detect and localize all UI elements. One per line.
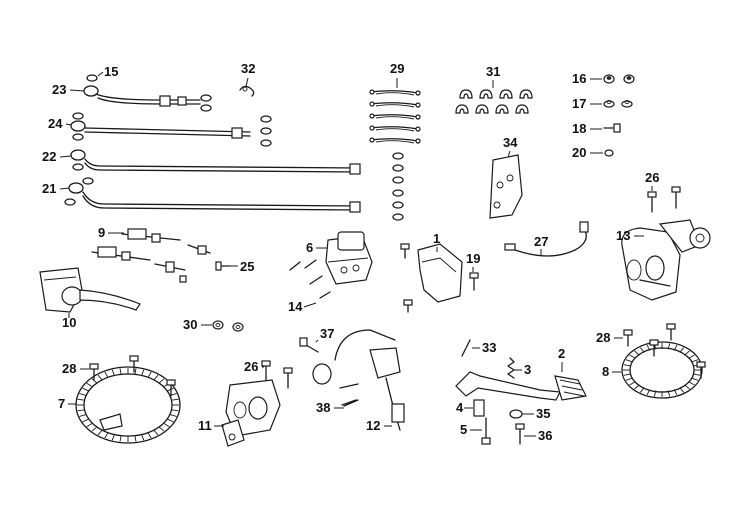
callout-27: 27	[534, 234, 548, 249]
callout-28: 28	[62, 361, 76, 376]
brake-hose-22	[70, 149, 404, 184]
callout-17: 17	[572, 96, 586, 111]
callout-22: 22	[42, 149, 56, 164]
callout-6: 6	[306, 240, 313, 255]
callout-21: 21	[42, 181, 56, 196]
callout-3: 3	[524, 362, 531, 377]
abs-module-6	[325, 231, 373, 285]
leader-line	[69, 89, 85, 92]
brake-hose-24	[70, 112, 272, 147]
bolt-28-set-right	[623, 323, 706, 379]
callout-33: 33	[482, 340, 496, 355]
brake-pedal-2	[455, 371, 587, 401]
callout-19: 19	[466, 251, 480, 266]
callout-5: 5	[460, 422, 467, 437]
callout-25: 25	[240, 259, 254, 274]
nut-20	[604, 149, 614, 157]
abs-ring-8	[621, 341, 703, 399]
rear-caliper-11	[221, 379, 281, 447]
callout-10: 10	[62, 315, 76, 330]
bracket-1	[417, 243, 463, 303]
hose-set-29	[369, 89, 421, 144]
bolt-36	[515, 423, 525, 445]
pin-33	[461, 339, 471, 357]
leader-line	[59, 155, 72, 158]
callout-23: 23	[52, 82, 66, 97]
callout-31: 31	[486, 64, 500, 79]
bushing-4	[473, 399, 485, 417]
callout-12: 12	[366, 418, 380, 433]
leader-line	[59, 187, 70, 190]
bolt-26-upper	[647, 186, 681, 213]
callout-20: 20	[572, 145, 586, 160]
heat-shield-34	[489, 154, 523, 219]
bolt-18	[603, 123, 621, 133]
callout-36: 36	[538, 428, 552, 443]
callout-35: 35	[536, 406, 550, 421]
leader-line	[315, 339, 319, 343]
callout-26: 26	[645, 170, 659, 185]
bolt-5	[481, 417, 491, 445]
leader-line	[507, 150, 511, 158]
grommet-17	[603, 100, 633, 108]
bolt-28-set-left	[89, 355, 176, 397]
brake-hose-23	[83, 85, 212, 112]
callout-14: 14	[288, 299, 303, 314]
callout-30: 30	[183, 317, 197, 332]
callout-8: 8	[602, 364, 609, 379]
callout-15: 15	[104, 64, 118, 79]
nut-35	[509, 409, 523, 419]
callout-28: 28	[596, 330, 610, 345]
brake-hose-21	[64, 177, 404, 221]
leader-line	[245, 77, 249, 87]
sensor-9	[91, 228, 181, 261]
bolt-14-set	[289, 259, 331, 299]
callout-4: 4	[456, 400, 464, 415]
leader-line	[97, 71, 104, 77]
washer-15	[86, 74, 98, 82]
callout-26: 26	[244, 359, 258, 374]
callout-18: 18	[572, 121, 586, 136]
callout-24: 24	[48, 116, 63, 131]
sensor-small	[154, 244, 211, 283]
bolt-bracket	[400, 243, 413, 313]
callout-38: 38	[316, 400, 330, 415]
grommet-16	[603, 74, 635, 84]
rear-master-cylinder-12	[312, 329, 405, 431]
leader-line	[65, 123, 72, 126]
callout-32: 32	[241, 61, 255, 76]
callout-13: 13	[616, 228, 630, 243]
callout-2: 2	[558, 346, 565, 361]
callout-37: 37	[320, 326, 334, 341]
bolt-38	[343, 399, 359, 407]
clip-set-31	[455, 89, 533, 114]
spring-3	[507, 357, 515, 379]
leader-line	[303, 302, 317, 308]
speed-sensor-cable-27	[504, 221, 589, 257]
washer-30	[212, 320, 244, 332]
bolt-26-lower	[261, 360, 293, 389]
callout-34: 34	[503, 135, 518, 150]
callout-11: 11	[198, 418, 212, 433]
master-cylinder-10	[39, 267, 141, 313]
callout-1: 1	[433, 231, 440, 246]
abs-ring-7	[75, 366, 181, 444]
callout-29: 29	[390, 61, 404, 76]
clip-32	[239, 85, 255, 97]
bolt-19	[469, 272, 479, 291]
brake-caliper-13	[621, 219, 711, 301]
bolt-37	[299, 337, 319, 353]
callout-9: 9	[98, 225, 105, 240]
callout-7: 7	[58, 396, 65, 411]
callout-16: 16	[572, 71, 586, 86]
